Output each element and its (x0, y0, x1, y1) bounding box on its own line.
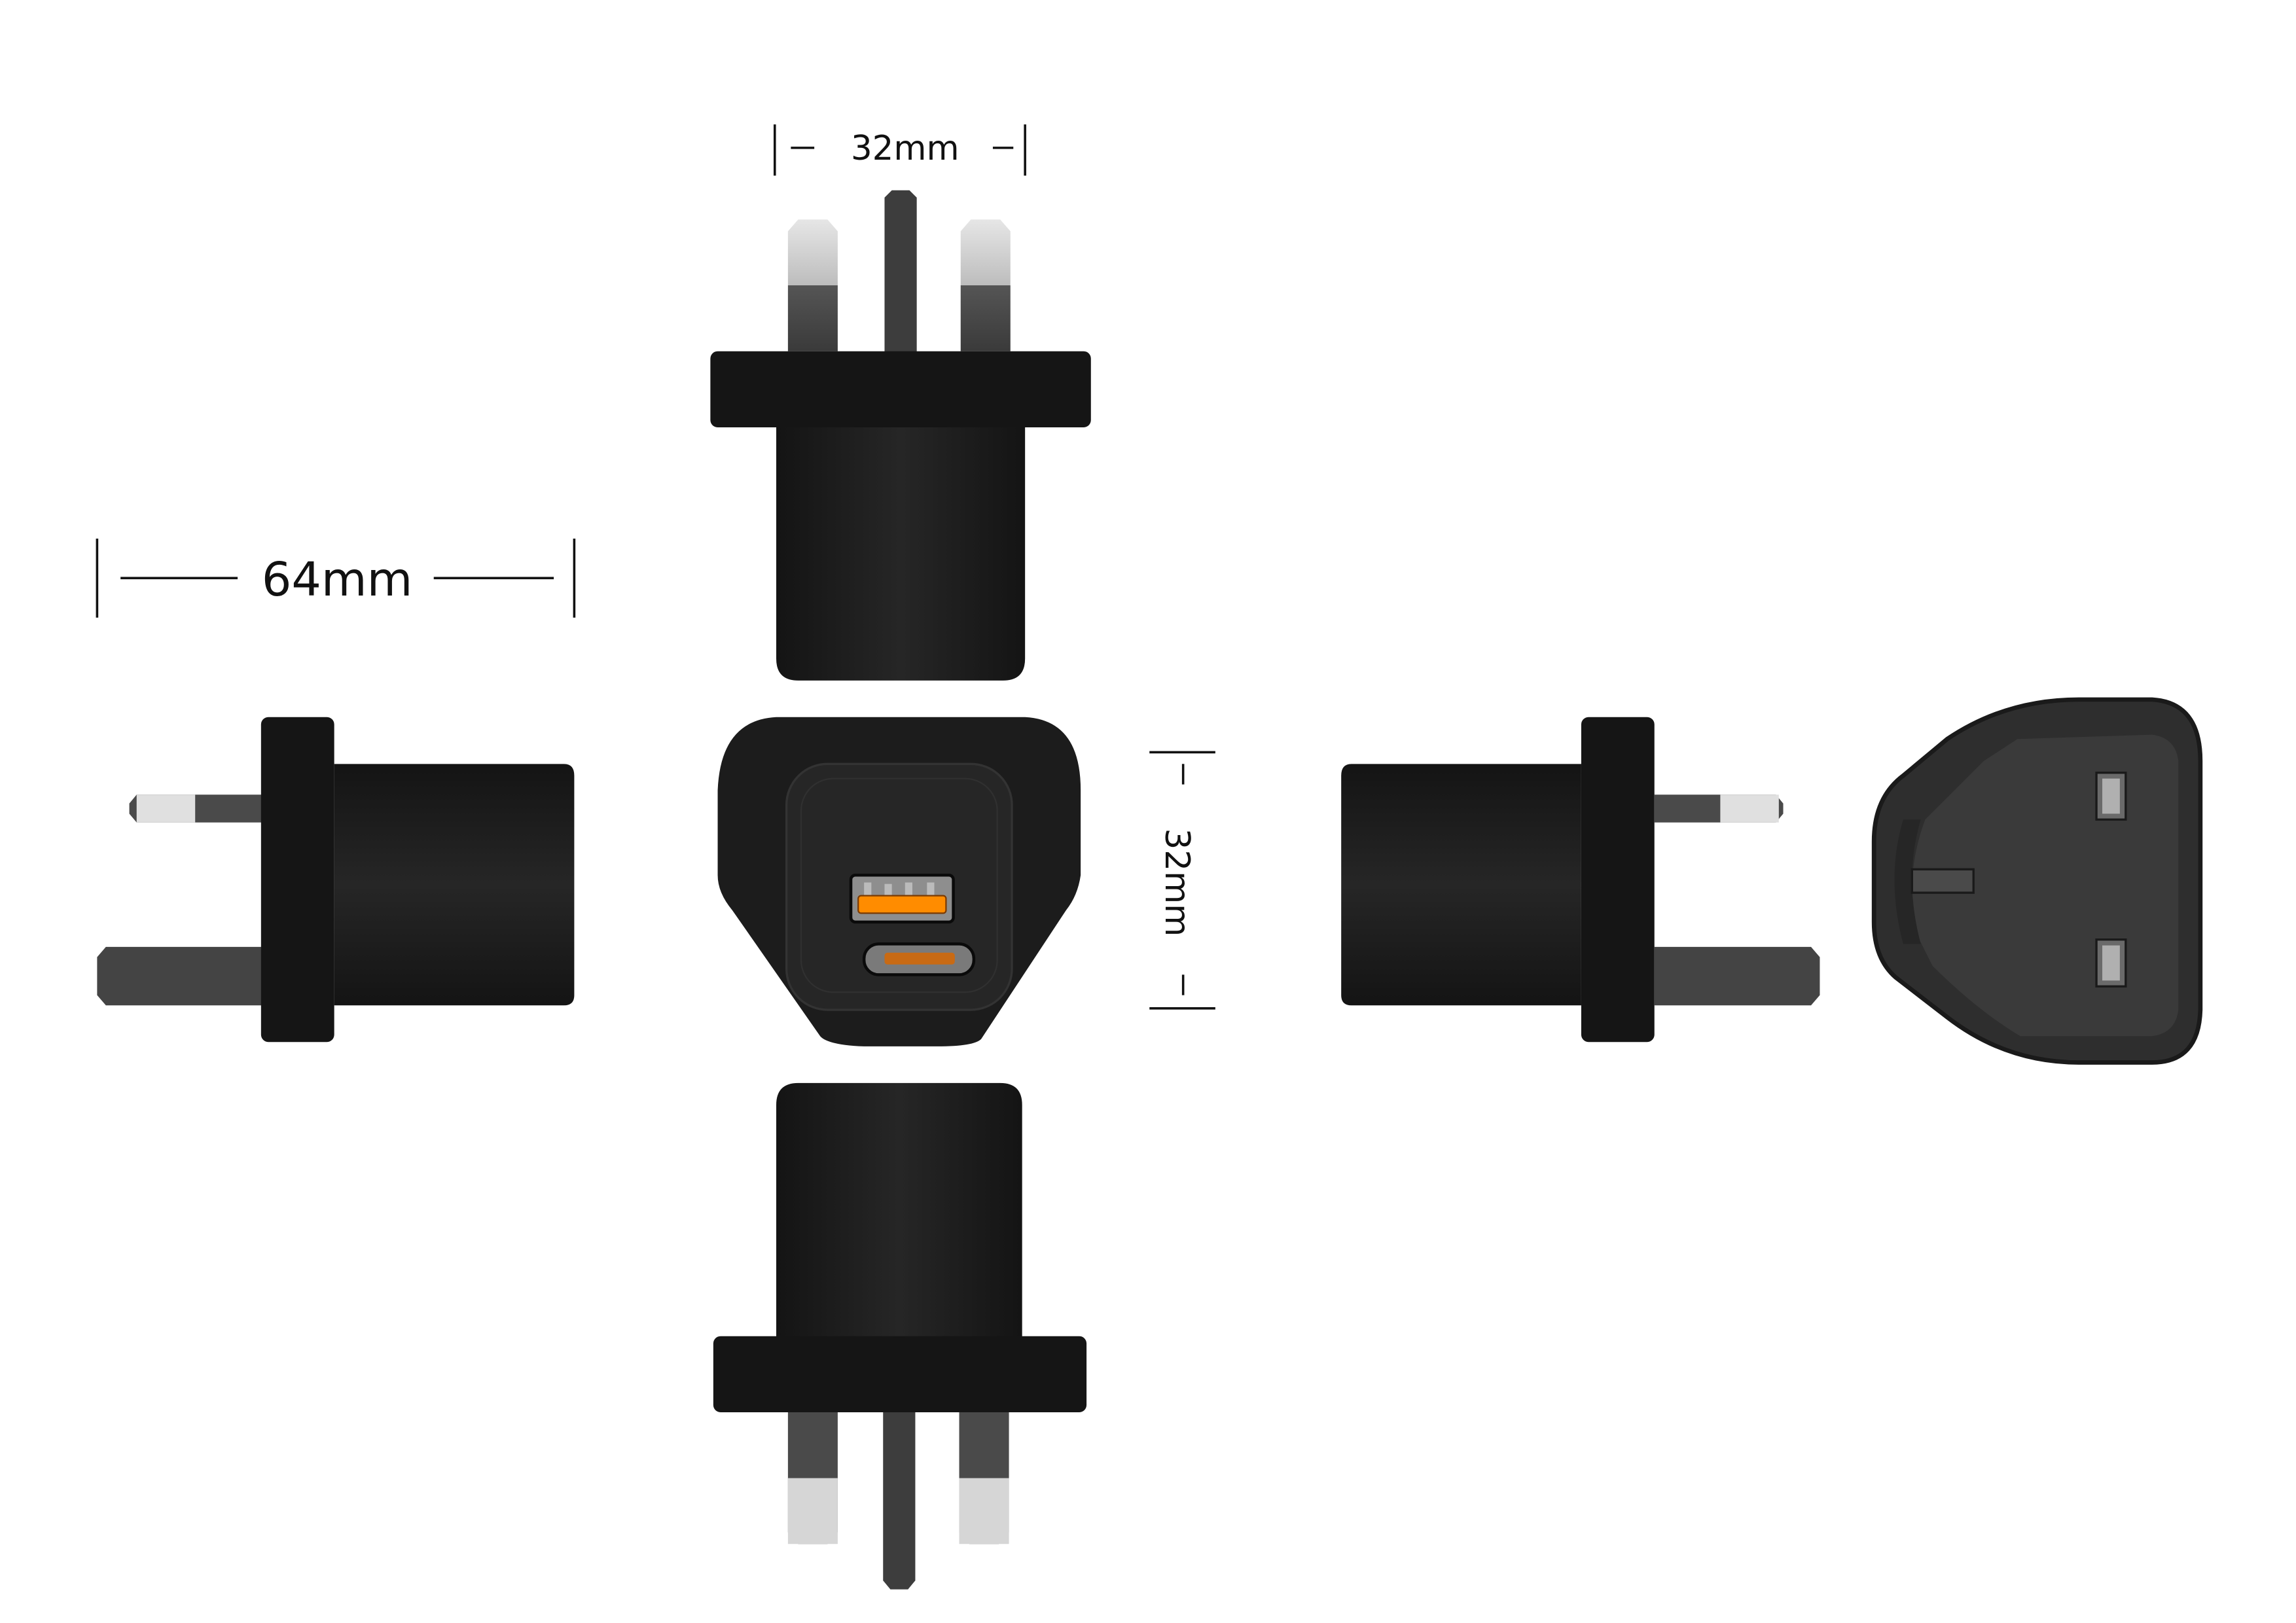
plug-bottom-view (713, 1082, 1087, 1590)
dimension-face-height: 32mm (1149, 751, 1215, 1010)
plug-front-face (717, 717, 1081, 1046)
plug-left-view (97, 717, 575, 1043)
plug-back-view (1871, 697, 2203, 1065)
usb-a-port (849, 874, 955, 924)
dimension-label-length: 64mm (262, 552, 412, 607)
dimension-top-width: 32mm (773, 124, 1026, 176)
plug-right-view (1341, 717, 1820, 1043)
dimension-label-top: 32mm (851, 129, 960, 168)
dimension-label-face: 32mm (1157, 829, 1196, 937)
dimension-length: 64mm (96, 538, 576, 618)
plug-top-view (710, 190, 1091, 681)
usb-c-port (862, 942, 976, 976)
